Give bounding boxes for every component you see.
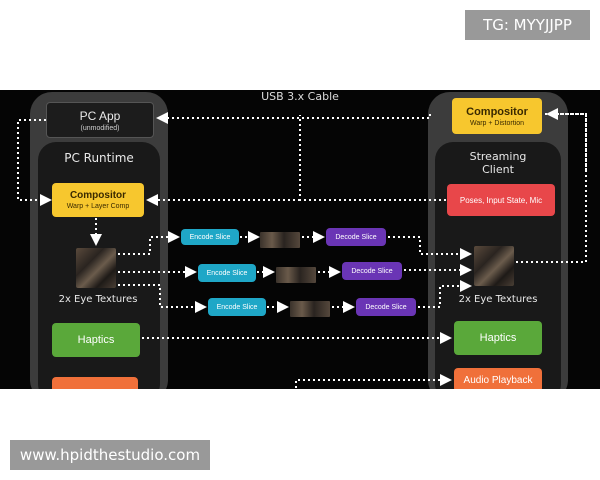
streaming-client-title: Streaming Client (436, 150, 560, 176)
poses-input-mic-box: Poses, Input State, Mic (447, 184, 555, 216)
decode-slice-2: Decode Slice (342, 262, 402, 280)
encode-slice-2: Encode Slice (198, 264, 256, 282)
row3-decode-to-client (418, 280, 472, 308)
pc-haptics-label: Haptics (77, 334, 115, 346)
client-tex-to-compositor (516, 108, 587, 263)
client-eye-textures-image (474, 246, 514, 286)
pc-compositor-subtitle: Warp + Layer Comp (66, 203, 130, 210)
pc-app-box: PC App (unmodified) (46, 102, 154, 138)
pc-audio-box (52, 377, 138, 389)
row3-tex-to-encode (118, 284, 207, 313)
row1-decode-to-client (388, 236, 472, 260)
slice-3-thumbnail (290, 301, 330, 317)
streaming-client-title-line2: Client (482, 163, 514, 176)
pc-eye-textures-label: 2x Eye Textures (58, 294, 138, 305)
pc-compositor-title: Compositor (69, 190, 127, 201)
client-compositor-title: Compositor (466, 105, 528, 118)
encode-slice-1: Encode Slice (181, 229, 239, 245)
pc-eye-textures-image (76, 248, 116, 288)
connector-lines (17, 90, 587, 388)
client-compositor-subtitle: Warp + Distortion (469, 119, 524, 127)
decode-slice-3-label: Decode Slice (365, 303, 407, 311)
poses-input-mic-label: Poses, Input State, Mic (459, 195, 543, 205)
client-haptics-box: Haptics (454, 321, 542, 355)
watermark-url: www.hpidthestudio.com (10, 440, 210, 470)
pc-compositor-box: Compositor Warp + Layer Comp (52, 183, 144, 217)
client-eye-textures-label: 2x Eye Textures (458, 294, 538, 305)
corner-tag: TG: MYYJJPP (465, 10, 590, 40)
decode-slice-2-label: Decode Slice (351, 267, 393, 275)
pc-app-subtitle: (unmodified) (80, 124, 120, 132)
encode-slice-1-label: Encode Slice (189, 233, 231, 241)
audio-line (295, 374, 452, 388)
pc-app-title: PC App (79, 108, 121, 123)
streaming-client-title-line1: Streaming (469, 150, 527, 163)
row1-tex-to-encode (118, 231, 180, 255)
pc-runtime-title: PC Runtime (64, 151, 134, 165)
cable-top-left-loop (17, 119, 52, 206)
decode-slice-1-label: Decode Slice (335, 233, 377, 241)
usb-cable-label: USB 3.x Cable (261, 90, 339, 103)
client-audio-playback-label: Audio Playback (463, 374, 533, 386)
decode-slice-1: Decode Slice (326, 228, 386, 246)
client-audio-playback-box: Audio Playback (454, 368, 542, 389)
encode-slice-3-label: Encode Slice (216, 303, 258, 311)
encode-slice-3: Encode Slice (208, 298, 266, 316)
pc-haptics-box: Haptics (52, 323, 140, 357)
client-compositor-box: Compositor Warp + Distortion (452, 98, 542, 134)
slice-2-thumbnail (276, 267, 316, 283)
architecture-diagram: PC App (unmodified) PC Runtime Composito… (0, 90, 600, 389)
slice-1-thumbnail (260, 232, 300, 248)
poses-to-pc-compositor-line (148, 115, 446, 200)
decode-slice-3: Decode Slice (356, 298, 416, 316)
client-haptics-label: Haptics (479, 332, 517, 344)
cable-return-line (158, 114, 587, 170)
encode-slice-2-label: Encode Slice (206, 269, 248, 277)
